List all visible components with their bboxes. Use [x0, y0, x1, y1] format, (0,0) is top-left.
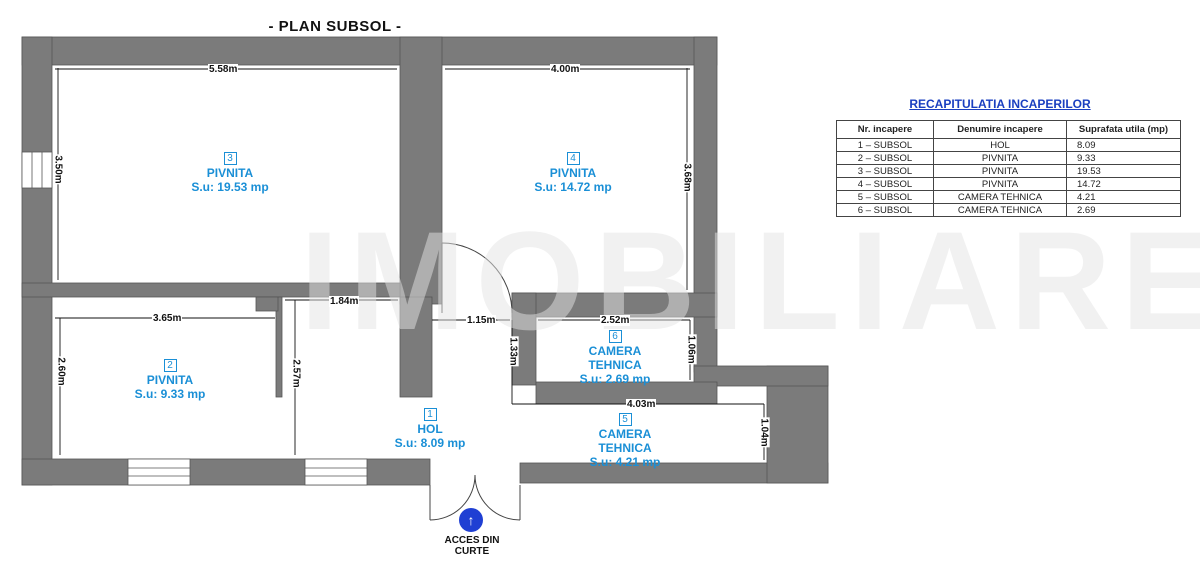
room-area: S.u: 2.69 mp [579, 372, 651, 386]
table-header-row: Nr. incapere Denumire incapere Suprafata… [836, 120, 1181, 139]
room-number: 2 [163, 359, 177, 372]
room-name: CAMERA [588, 344, 642, 358]
room-label-1: 1 HOL S.u: 8.09 mp [385, 406, 475, 450]
table-cell: PIVNITA [933, 164, 1067, 178]
entry-label-line2: CURTE [454, 546, 490, 557]
doors [429, 242, 521, 521]
table-cell: PIVNITA [933, 151, 1067, 165]
room-label-3: 3 PIVNITA S.u: 19.53 mp [185, 150, 275, 194]
table-cell: 4 – SUBSOL [836, 177, 934, 191]
table-cell: 4.21 [1066, 190, 1181, 204]
room-label-2: 2 PIVNITA S.u: 9.33 mp [125, 357, 215, 401]
table-row: 3 – SUBSOL PIVNITA 19.53 [836, 164, 1181, 178]
dimension-label: 2.60m [55, 356, 67, 387]
entry-label-line1: ACCES DIN [444, 535, 500, 546]
recap-title: RECAPITULATIA INCAPERILOR [909, 97, 1091, 111]
table-row: 5 – SUBSOL CAMERA TEHNICA 4.21 [836, 190, 1181, 204]
dimension-label: 2.57m [290, 358, 302, 389]
arrow-up-icon: ↑ [459, 508, 483, 532]
column-header: Suprafata utila (mp) [1066, 120, 1181, 139]
watermark: IMOBILIARE [300, 202, 1200, 359]
table-cell: PIVNITA [933, 177, 1067, 191]
dimension-label: 1.04m [758, 417, 770, 448]
windows [21, 151, 368, 486]
room-name: HOL [417, 422, 443, 436]
dimension-label: 2.52m [600, 315, 631, 326]
table-cell: 19.53 [1066, 164, 1181, 178]
room-area: S.u: 19.53 mp [191, 180, 269, 194]
table-cell: 14.72 [1066, 177, 1181, 191]
table-cell: 2.69 [1066, 203, 1181, 217]
table-row: 1 – SUBSOL HOL 8.09 [836, 138, 1181, 152]
room-name: PIVNITA [549, 166, 597, 180]
table-row: 4 – SUBSOL PIVNITA 14.72 [836, 177, 1181, 191]
room-label-6: 6 CAMERA TEHNICA S.u: 2.69 mp [570, 328, 660, 386]
dimension-label: 4.00m [550, 64, 581, 75]
room-name: CAMERA [598, 427, 652, 441]
room-name: PIVNITA [206, 166, 254, 180]
room-label-5: 5 CAMERA TEHNICA S.u: 4.21 mp [580, 411, 670, 469]
dimension-label: 3.68m [681, 162, 693, 193]
room-area: S.u: 8.09 mp [394, 436, 466, 450]
room-number: 6 [608, 330, 622, 343]
room-name-line2: TEHNICA [588, 358, 642, 372]
room-area: S.u: 9.33 mp [134, 387, 206, 401]
dimension-label: 1.06m [685, 334, 697, 365]
table-cell: 1 – SUBSOL [836, 138, 934, 152]
room-name-line2: TEHNICA [598, 441, 652, 455]
table-cell: 2 – SUBSOL [836, 151, 934, 165]
plan-title: - PLAN SUBSOL - [268, 18, 402, 35]
recap-table: Nr. incapere Denumire incapere Suprafata… [836, 120, 1181, 217]
room-area: S.u: 4.21 mp [589, 455, 661, 469]
table-cell: 8.09 [1066, 138, 1181, 152]
dimension-label: 1.33m [507, 336, 519, 367]
table-cell: CAMERA TEHNICA [933, 190, 1067, 204]
dimension-label: 5.58m [208, 64, 239, 75]
room-area: S.u: 14.72 mp [534, 180, 612, 194]
column-header: Nr. incapere [836, 120, 934, 139]
table-cell: 5 – SUBSOL [836, 190, 934, 204]
table-cell: 6 – SUBSOL [836, 203, 934, 217]
table-cell: 9.33 [1066, 151, 1181, 165]
dimension-label: 1.84m [329, 296, 360, 307]
entry-label: ACCES DIN CURTE [420, 535, 524, 557]
room-label-4: 4 PIVNITA S.u: 14.72 mp [528, 150, 618, 194]
dimension-label: 3.50m [52, 154, 64, 185]
table-row: 6 – SUBSOL CAMERA TEHNICA 2.69 [836, 203, 1181, 217]
table-cell: HOL [933, 138, 1067, 152]
room-number: 4 [566, 152, 580, 165]
dimension-label: 1.15m [466, 315, 497, 326]
dimension-label: 3.65m [152, 313, 183, 324]
column-header: Denumire incapere [933, 120, 1067, 139]
table-row: 2 – SUBSOL PIVNITA 9.33 [836, 151, 1181, 165]
table-cell: 3 – SUBSOL [836, 164, 934, 178]
dimension-label: 4.03m [626, 399, 657, 410]
room-name: PIVNITA [146, 373, 194, 387]
table-cell: CAMERA TEHNICA [933, 203, 1067, 217]
room-number: 1 [423, 408, 437, 421]
room-number: 3 [223, 152, 237, 165]
room-number: 5 [618, 413, 632, 426]
